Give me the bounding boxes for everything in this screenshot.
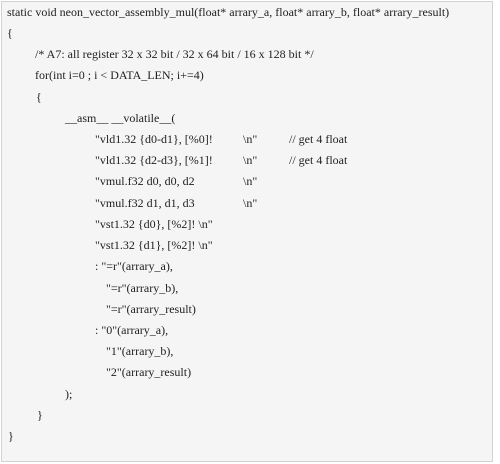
asm-terminator: \n" [243,174,258,188]
asm-instruction: "vld1.32 {d2-d3}, [%1]! [95,153,213,167]
asm-input-operand: : "0"(arrary_a), [95,323,169,337]
asm-statement: __asm__ __volatile__( [65,111,176,125]
asm-terminator: \n" [243,132,258,146]
asm-terminator: \n" [243,153,258,167]
for-statement: for(int i=0 ; i < DATA_LEN; i+=4) [35,68,204,82]
asm-input-operand: "1"(arrary_b), [106,344,174,358]
function-open-brace: { [7,26,13,40]
for-close-brace: } [37,408,43,422]
asm-output-operand: : "=r"(arrary_a), [95,259,173,273]
for-open-brace: { [36,90,42,104]
code-comment: /* A7: all register 32 x 32 bit / 32 x 6… [35,47,314,61]
asm-instruction: "vst1.32 {d0}, [%2]! \n" [95,217,213,231]
asm-terminator: \n" [243,196,258,210]
function-close-brace: } [8,429,14,443]
asm-instruction: "vmul.f32 d1, d1, d3 [95,196,195,210]
asm-output-operand: "=r"(arrary_b), [106,281,179,295]
asm-output-operand: "=r"(arrary_result) [106,302,196,316]
asm-instruction: "vmul.f32 d0, d0, d2 [95,174,195,188]
function-signature: static void neon_vector_assembly_mul(flo… [7,5,450,19]
asm-comment: // get 4 float [289,153,348,167]
asm-close: ); [65,387,73,401]
code-panel: static void neon_vector_assembly_mul(flo… [1,1,493,462]
asm-instruction: "vst1.32 {d1}, [%2]! \n" [95,238,213,252]
asm-comment: // get 4 float [289,132,348,146]
asm-instruction: "vld1.32 {d0-d1}, [%0]! [95,132,213,146]
asm-input-operand: "2"(arrary_result) [106,365,192,379]
